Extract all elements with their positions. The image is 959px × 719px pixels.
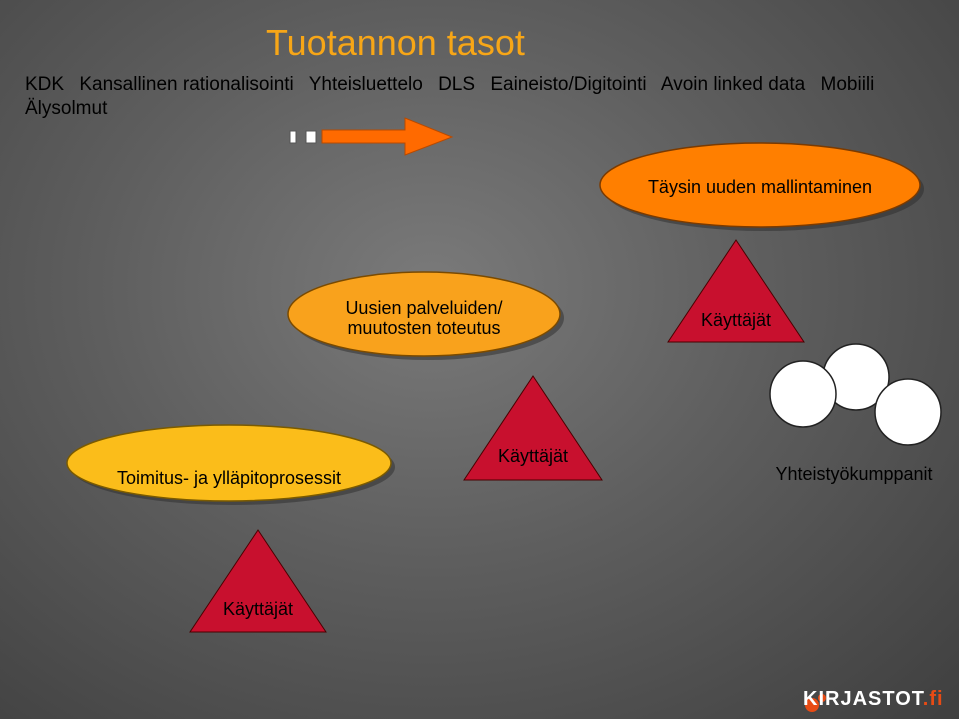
triangle-right (667, 239, 805, 343)
ellipse-middle-label-line2: muutosten toteutus (347, 318, 501, 338)
ellipse-middle-label: Uusien palveluiden/ muutosten toteutus (288, 298, 560, 338)
triangle-bottom-label: Käyttäjät (222, 599, 294, 619)
kirjastot-logo: KIRJASTOT.fi (803, 688, 944, 711)
keyword: Älysolmut (25, 98, 108, 119)
ellipse-middle (287, 271, 561, 357)
logo-suffix: .fi (922, 688, 944, 710)
keyword: Avoin linked data (660, 74, 806, 95)
keyword: DLS (438, 74, 476, 95)
logo-mark (805, 694, 826, 712)
progress-arrow (289, 117, 454, 156)
triangle-middle (463, 375, 603, 481)
partners-label: Yhteistyökumppanit (775, 464, 933, 484)
triangle-right-label: Käyttäjät (700, 310, 772, 330)
ellipse-bottom-label: Toimitus- ja ylläpitoprosessit (116, 468, 342, 488)
keyword: KDK (25, 74, 65, 95)
partner-circles (769, 343, 942, 446)
keyword: Mobiili (820, 74, 875, 95)
keyword: Eaineisto/Digitointi (490, 74, 647, 95)
keyword: Kansallinen rationalisointi (79, 74, 294, 95)
ellipse-top-label: Täysin uuden mallintaminen (647, 177, 873, 197)
ellipse-top (599, 142, 921, 228)
keyword-line: KDK Kansallinen rationalisointi Yhteislu… (25, 73, 955, 121)
keyword: Yhteisluettelo (308, 74, 423, 95)
ellipse-middle-label-line1: Uusien palveluiden/ (345, 298, 503, 318)
ellipse-bottom (66, 424, 392, 502)
slide-title: Tuotannon tasot (266, 22, 525, 63)
logo-brand: KIRJASTOT (803, 688, 923, 710)
triangle-middle-label: Käyttäjät (497, 446, 569, 466)
triangle-bottom (189, 529, 327, 633)
